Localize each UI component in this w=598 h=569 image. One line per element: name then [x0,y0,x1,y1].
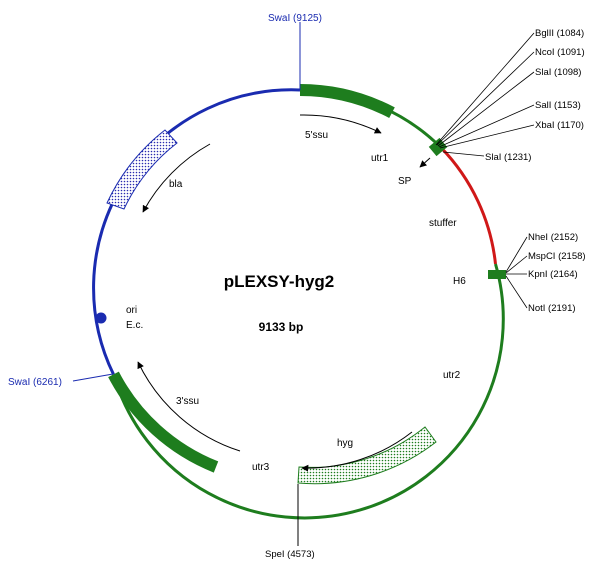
site-msp: MspCI (2158) [528,251,586,262]
site-bgl: BglII (1084) [535,28,584,39]
site-sla2: SlaI (1231) [485,152,531,163]
label-hyg: hyg [337,438,353,449]
bgl-line [435,32,535,146]
label-utr2: utr2 [443,370,461,381]
ori-dot [95,312,107,324]
site-kpn: KpnI (2164) [528,269,578,280]
site-xba: XbaI (1170) [535,120,584,131]
sla1-line [437,71,535,147]
sal-line [438,104,535,148]
h6-block [488,270,506,279]
label-bla: bla [169,179,183,190]
not-line [505,275,528,309]
site-sla1: SlaI (1098) [535,67,581,78]
sla2-line [442,151,485,157]
plasmid-size: 9133 bp [259,320,304,334]
msp-line [505,255,528,274]
ssu3-block [108,371,219,473]
site-swa-top: SwaI (9125) [268,13,322,24]
label-ssu5: 5'ssu [305,130,328,141]
nhe-line [505,236,528,273]
bla-block [106,129,178,210]
hyg-arrow [301,431,413,472]
xba-line [439,124,535,149]
ssu5-arrow [299,114,382,134]
hyg-block [297,426,437,485]
label-ec: E.c. [126,320,143,331]
stuffer-arc [439,146,497,265]
label-stuffer: stuffer [429,218,457,229]
label-ori: ori [126,305,137,316]
label-sp: SP [398,176,412,187]
site-nco: NcoI (1091) [535,47,585,58]
label-ssu3: 3'ssu [176,396,199,407]
label-h6: H6 [453,276,466,287]
site-not: NotI (2191) [528,303,576,314]
swa-left-line [72,373,114,382]
nco-line [436,51,535,146]
site-swa-left: SwaI (6261) [8,377,62,388]
ssu5-block [299,84,395,119]
sp-arrow [419,157,431,168]
ssu3-arrow [137,361,241,452]
site-sal: SalI (1153) [535,100,581,111]
label-utr3: utr3 [252,462,270,473]
backbone-green-arc-2 [112,263,505,520]
site-nhe: NheI (2152) [528,232,578,243]
label-utr1: utr1 [371,153,389,164]
site-spe: SpeI (4573) [265,549,315,560]
plasmid-name: pLEXSY-hyg2 [224,272,335,291]
bla-arrow [142,143,211,213]
